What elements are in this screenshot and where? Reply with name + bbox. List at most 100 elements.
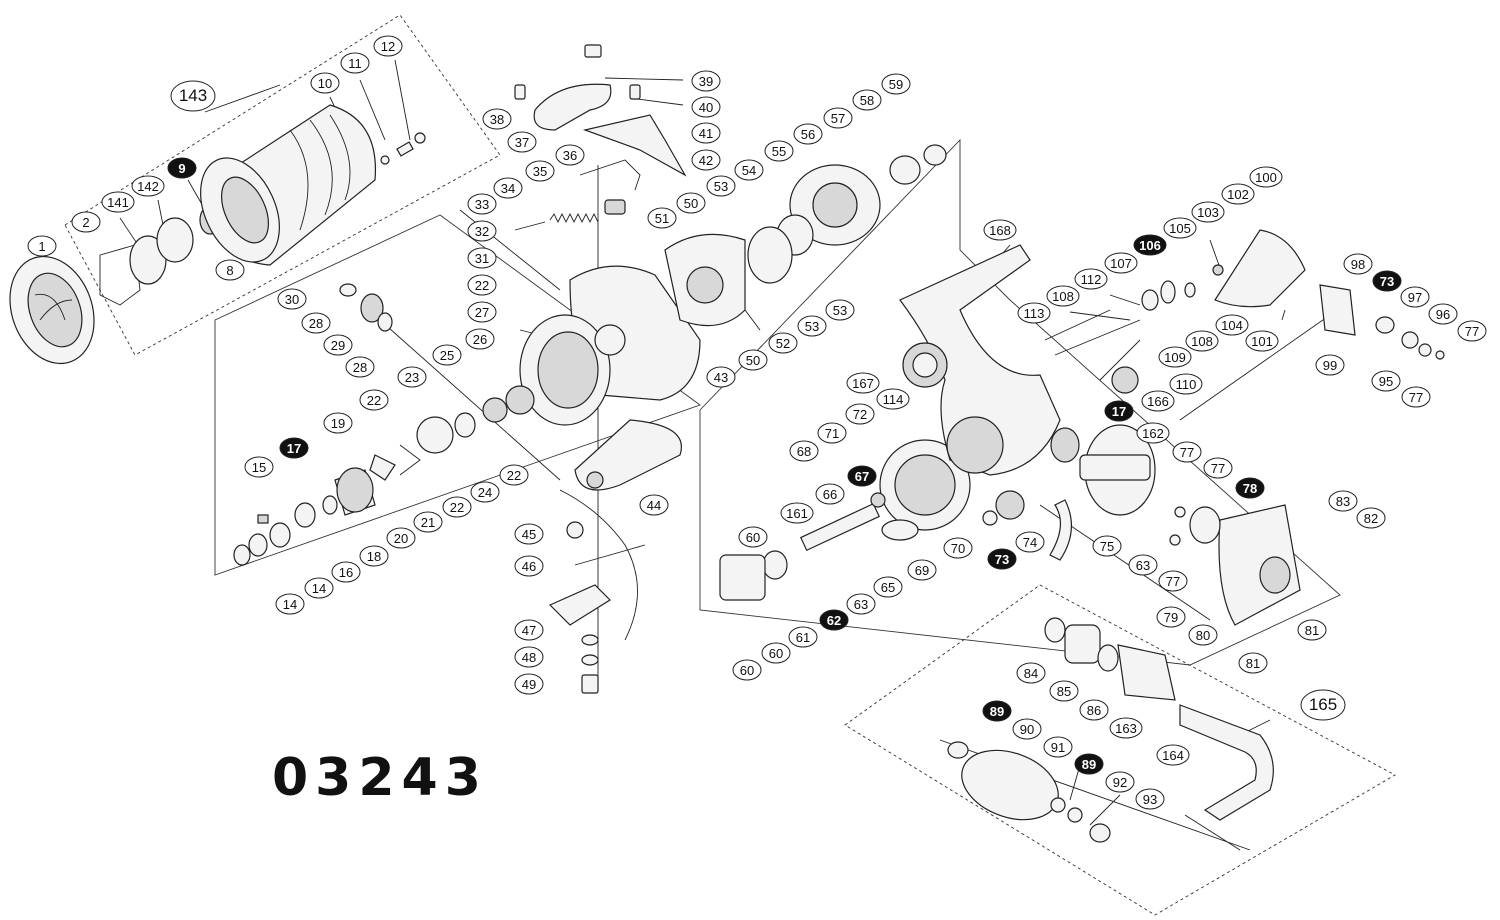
callout-label: 10 xyxy=(318,76,332,91)
callout-83: 83 xyxy=(1328,490,1358,512)
callout-105: 105 xyxy=(1163,217,1197,239)
callout-label: 89 xyxy=(1082,757,1096,772)
callout-51: 51 xyxy=(647,207,677,229)
callout-bubble xyxy=(514,619,544,641)
callout-49: 49 xyxy=(514,673,544,695)
callout-label: 26 xyxy=(473,332,487,347)
callout-bubble xyxy=(815,483,845,505)
callout-bubble xyxy=(275,593,305,615)
callout-label: 62 xyxy=(827,613,841,628)
callout-label: 66 xyxy=(823,487,837,502)
callout-label: 92 xyxy=(1113,775,1127,790)
callout-bubble xyxy=(525,160,555,182)
callout-bubble xyxy=(470,481,500,503)
callout-bubble xyxy=(738,526,768,548)
part-bail-stack xyxy=(581,634,599,694)
callout-label: 89 xyxy=(990,704,1004,719)
callout-bubble xyxy=(345,356,375,378)
callout-label: 83 xyxy=(1336,494,1350,509)
callout-162: 162 xyxy=(1136,422,1170,444)
callout-bubble xyxy=(1297,619,1327,641)
callout-label: 18 xyxy=(367,549,381,564)
callout-50: 50 xyxy=(738,349,768,371)
callout-bubble xyxy=(764,140,794,162)
callout-28: 28 xyxy=(301,312,331,334)
callout-label: 107 xyxy=(1110,256,1132,271)
callout-bubble xyxy=(1135,788,1165,810)
callout-bubble xyxy=(304,577,334,599)
callout-bubble xyxy=(1356,507,1386,529)
callout-bubble xyxy=(873,576,903,598)
callout-58: 58 xyxy=(852,89,882,111)
callout-38: 38 xyxy=(482,108,512,130)
callout-label: 108 xyxy=(1052,289,1074,304)
callout-label: 86 xyxy=(1087,703,1101,718)
callout-10: 10 xyxy=(310,72,340,94)
callout-bubble xyxy=(1401,386,1431,408)
callout-label: 19 xyxy=(331,416,345,431)
callout-bubble xyxy=(514,555,544,577)
callout-99: 99 xyxy=(1315,354,1345,376)
callout-20: 20 xyxy=(386,527,416,549)
callout-label: 104 xyxy=(1221,318,1243,333)
callout-bubble xyxy=(1156,606,1186,628)
callout-bubble xyxy=(101,191,135,213)
callout-bubble xyxy=(1215,314,1249,336)
callout-label: 71 xyxy=(825,426,839,441)
callout-label: 96 xyxy=(1436,307,1450,322)
callout-label: 21 xyxy=(421,515,435,530)
callout-label: 17 xyxy=(1112,404,1126,419)
callout-bubble xyxy=(310,72,340,94)
callout-label: 11 xyxy=(348,56,362,71)
callout-bubble xyxy=(691,96,721,118)
callout-bubble xyxy=(71,211,101,233)
callout-bubble xyxy=(413,511,443,533)
callout-bubble xyxy=(1104,400,1134,422)
callout-label: 84 xyxy=(1024,666,1038,681)
callout-82: 82 xyxy=(1356,507,1386,529)
callout-bubble xyxy=(1109,717,1143,739)
callout-bubble xyxy=(1372,270,1402,292)
callout-bubble xyxy=(170,80,216,112)
callout-bubble xyxy=(323,334,353,356)
callout-label: 90 xyxy=(1020,722,1034,737)
part-handle-shaft xyxy=(1179,284,1445,421)
callout-77: 77 xyxy=(1401,386,1431,408)
callout-165: 165 xyxy=(1300,689,1346,721)
callout-14: 14 xyxy=(275,593,305,615)
callout-label: 73 xyxy=(1380,274,1394,289)
callout-bubble xyxy=(1428,303,1458,325)
callout-66: 66 xyxy=(815,483,845,505)
callout-143: 143 xyxy=(170,80,216,112)
callout-55: 55 xyxy=(764,140,794,162)
callout-90: 90 xyxy=(1012,718,1042,740)
callout-bubble xyxy=(1128,554,1158,576)
callout-label: 168 xyxy=(989,223,1011,238)
callout-label: 60 xyxy=(740,663,754,678)
callout-53: 53 xyxy=(825,299,855,321)
part-rotor xyxy=(519,265,701,426)
callout-164: 164 xyxy=(1156,744,1190,766)
callout-103: 103 xyxy=(1191,201,1225,223)
callout-label: 27 xyxy=(475,305,489,320)
callout-bubble xyxy=(732,659,762,681)
callout-bubble xyxy=(131,175,165,197)
callout-89: 89 xyxy=(1074,753,1104,775)
callout-bubble xyxy=(1104,252,1138,274)
callout-bubble xyxy=(1235,477,1265,499)
callout-60: 60 xyxy=(738,526,768,548)
callout-bubble xyxy=(1249,166,1283,188)
callout-label: 40 xyxy=(699,100,713,115)
callout-30: 30 xyxy=(277,288,307,310)
callout-label: 82 xyxy=(1364,511,1378,526)
callout-label: 69 xyxy=(915,563,929,578)
callout-50: 50 xyxy=(676,192,706,214)
callout-label: 53 xyxy=(714,179,728,194)
callout-label: 110 xyxy=(1176,377,1197,392)
part-spring-clip xyxy=(99,244,141,306)
part-pinion-bearing xyxy=(902,342,948,388)
callout-bubble xyxy=(1156,744,1190,766)
callout-37: 37 xyxy=(507,131,537,153)
callout-bubble xyxy=(1158,346,1192,368)
